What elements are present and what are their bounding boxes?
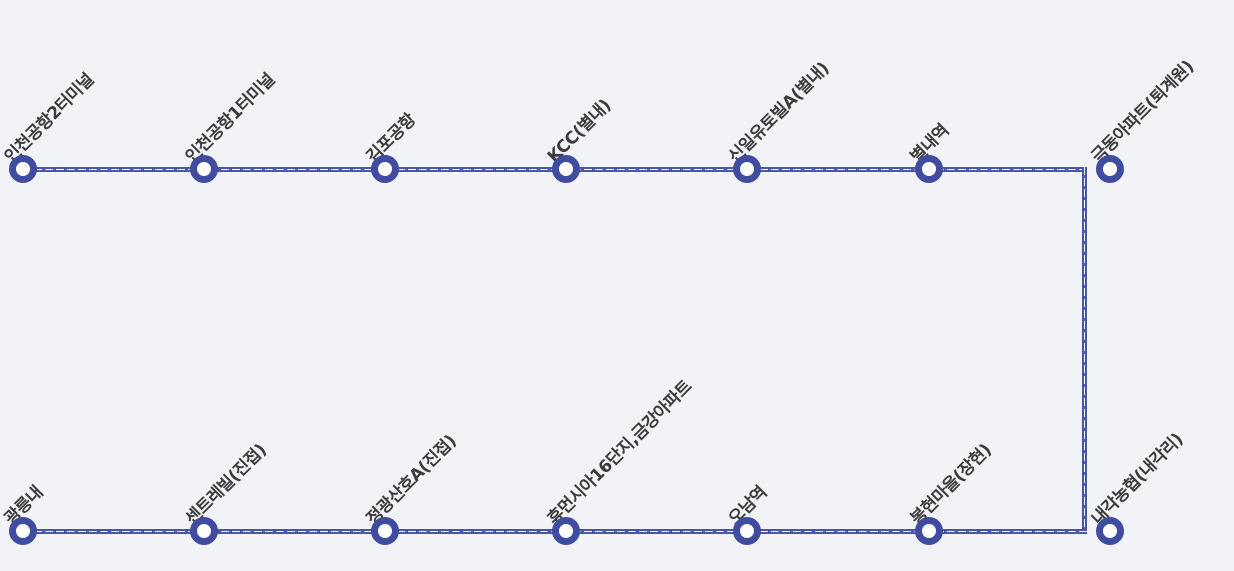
station-name: 센트레빌(진접) — [181, 440, 271, 529]
station-name: 봉현마을(장현) — [906, 440, 996, 529]
station-stop-icon[interactable] — [733, 155, 761, 183]
station-stop-icon[interactable] — [190, 517, 218, 545]
station-name: 극동아파트(퇴계원) — [1087, 56, 1198, 167]
station-name: KCC(별내) — [543, 95, 616, 167]
station-stop-icon[interactable] — [915, 155, 943, 183]
station-name: 인천공항2터미널 — [0, 69, 98, 167]
station-stop-icon[interactable] — [552, 155, 580, 183]
station-stop-icon[interactable] — [733, 517, 761, 545]
station-stop-icon[interactable] — [9, 517, 37, 545]
station-stop-icon[interactable] — [1096, 155, 1124, 183]
station-name: 신일유토빌A(별내) — [724, 58, 834, 167]
station-stop-icon[interactable] — [371, 155, 399, 183]
station-stop-icon[interactable] — [915, 517, 943, 545]
station-stop-icon[interactable] — [190, 155, 218, 183]
station-name: 정광산호A(진접) — [362, 431, 461, 529]
station-stop-icon[interactable] — [9, 155, 37, 183]
station-stop-icon[interactable] — [1096, 517, 1124, 545]
station-name: 내각농협(내각리) — [1087, 429, 1188, 529]
station-stop-icon[interactable] — [552, 517, 580, 545]
station-name: 휴먼시아16단지,금강아파트 — [543, 376, 696, 529]
station-name: 인천공항1터미널 — [181, 69, 279, 167]
route-track-turn — [1082, 167, 1087, 533]
station-stop-icon[interactable] — [371, 517, 399, 545]
